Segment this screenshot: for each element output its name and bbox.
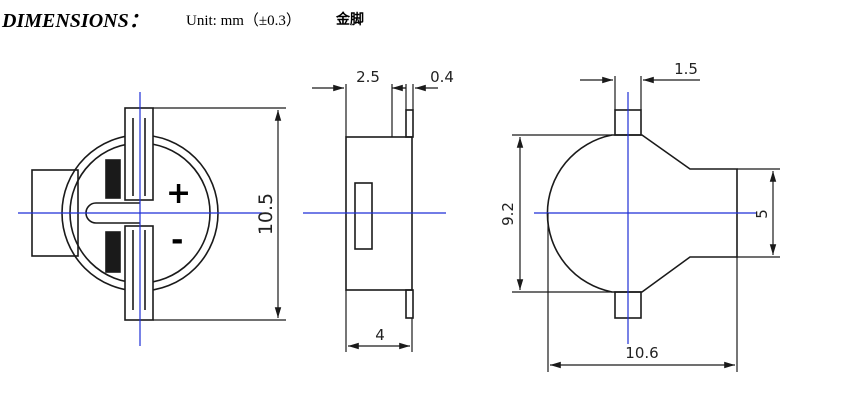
side-body-depth-label: 4 [375,326,385,344]
back-width-dimension [547,213,738,372]
back-view [546,109,738,319]
back-pin-width-dimension [580,76,700,110]
side-pin-thickness-label: 0.4 [430,68,454,86]
page-title: DIMENSIONS： [2,10,149,32]
unit-label: Unit: mm（±0.3） [186,13,301,29]
header: DIMENSIONS： Unit: mm（±0.3） 金脚 [0,0,850,40]
front-contact-upper [105,159,121,199]
back-height-dimension [512,134,612,293]
side-pin-bottom [405,289,414,319]
front-contact-lower [105,231,121,273]
back-centerlines [534,92,757,344]
front-height-label: 10.5 [255,193,277,235]
side-pin-top [405,109,414,138]
back-height-label: 9.2 [499,202,517,226]
side-depth-top-label: 2.5 [356,68,380,86]
side-top-dimensions [312,84,438,137]
side-bottom-dimension [345,290,413,352]
front-bottom-pin [124,225,154,321]
minus-sign: - [171,223,183,258]
plus-sign: + [166,176,191,211]
back-tab-height-dimension [737,168,780,258]
front-height-dimension [153,107,286,321]
back-pin-width-label: 1.5 [674,60,698,78]
back-tab-height-label: 5 [753,209,771,219]
back-width-label: 10.6 [625,344,658,362]
front-top-pin [124,107,154,201]
pin-material-label: 金脚 [336,12,364,28]
front-centerlines [18,92,262,346]
side-view [345,109,414,319]
front-view [31,107,219,321]
side-window [354,182,373,250]
